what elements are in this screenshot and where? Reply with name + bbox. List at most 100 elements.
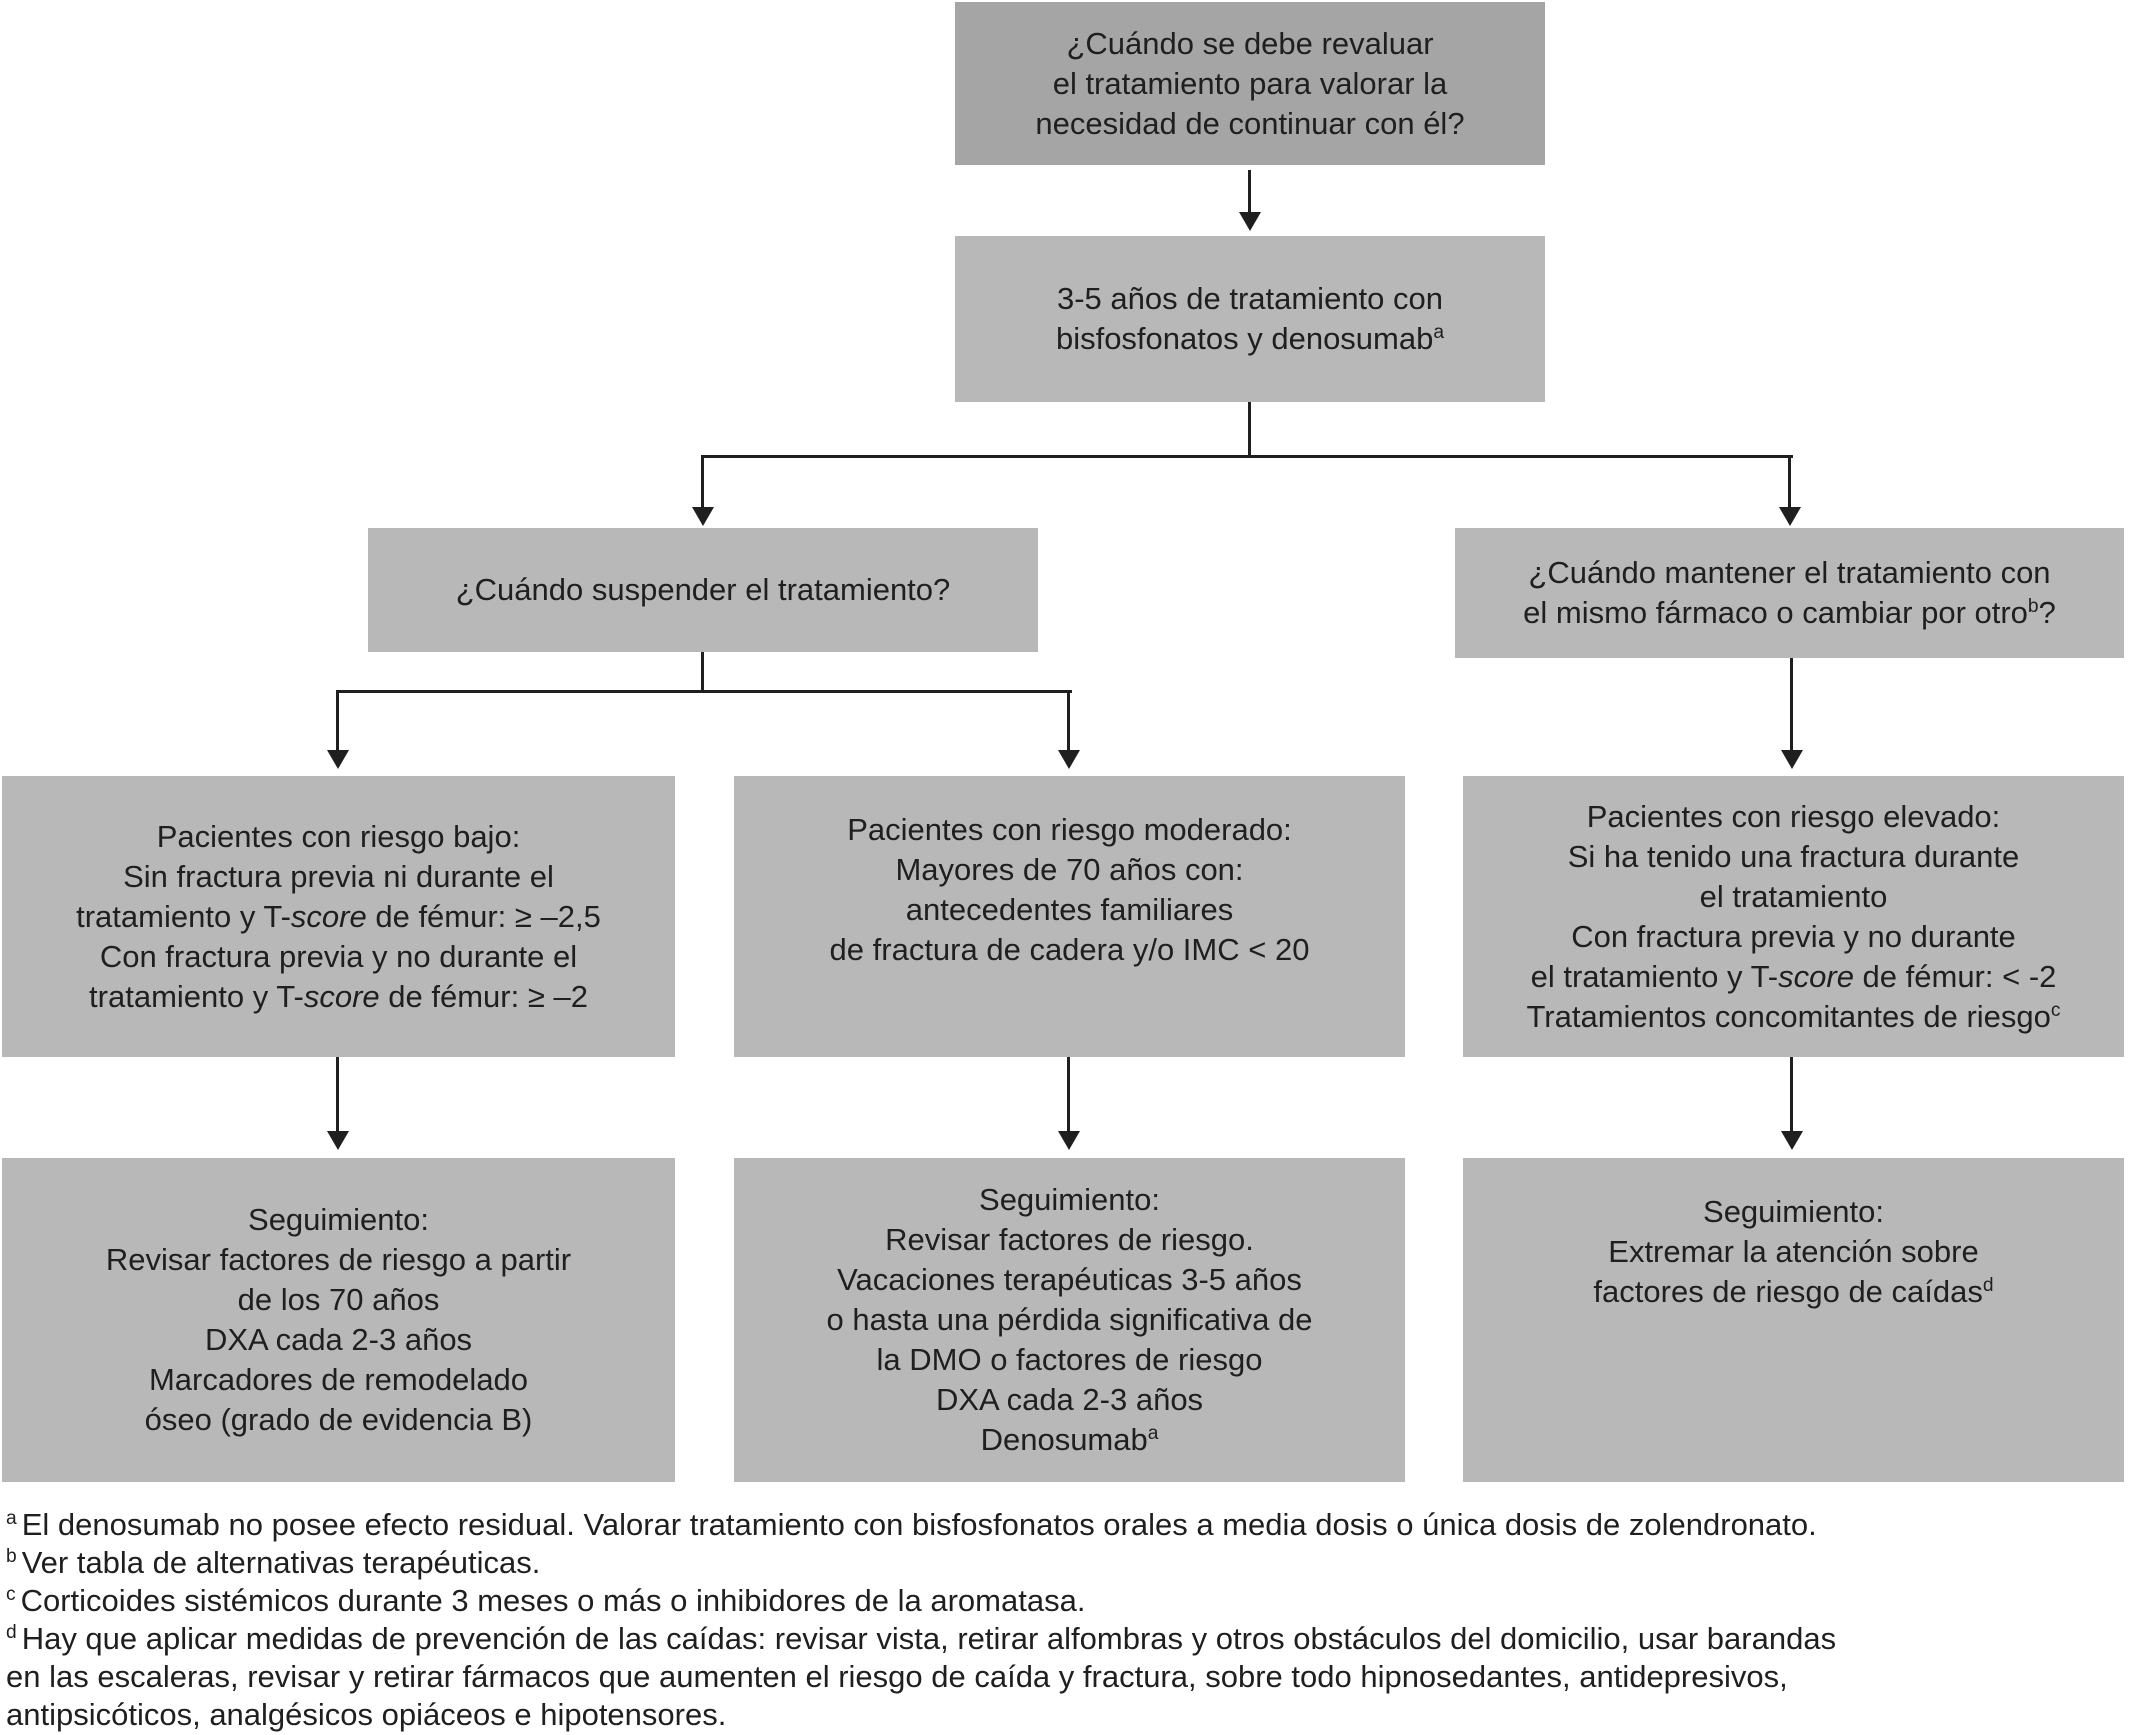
text-line: tratamiento y T-score de fémur: ≥ –2,5: [76, 897, 601, 937]
arrow-line: [336, 1057, 339, 1133]
arrow-line: [1790, 1057, 1793, 1133]
arrow-head-icon: [327, 750, 349, 769]
text-line: Vacaciones terapéuticas 3-5 años: [837, 1262, 1302, 1297]
connector-line: [1788, 455, 1791, 509]
box-risk-moderate: Pacientes con riesgo moderado: Mayores d…: [734, 776, 1405, 1057]
box-followup-moderate: Seguimiento: Revisar factores de riesgo.…: [734, 1158, 1405, 1482]
footnote-marker-b: b: [6, 1546, 17, 1568]
arrow-line: [1067, 1057, 1070, 1133]
text-segment: de fémur: < -2: [1853, 958, 2057, 994]
text-line: o hasta una pérdida significativa de: [826, 1302, 1313, 1337]
text-segment: de fémur: ≥ –2: [379, 978, 588, 1014]
arrow-head-icon: [1781, 750, 1803, 769]
text-line: la DMO o factores de riesgo: [876, 1342, 1263, 1377]
text-line: DXA cada 2-3 años: [935, 1382, 1204, 1417]
text-italic: score: [1778, 958, 1854, 994]
text-line: Denosumaba: [981, 1420, 1159, 1460]
text-line: Pacientes con riesgo moderado:: [847, 812, 1292, 847]
footnote-text: Hay que aplicar medidas de prevención de…: [21, 1621, 1837, 1656]
connector-line: [338, 690, 1072, 693]
box-when-suspend-question: ¿Cuándo suspender el tratamiento?: [368, 528, 1038, 652]
text-segment: factores de riesgo de caídas: [1593, 1274, 1983, 1309]
text-line: Con fractura previa y no durante el: [99, 938, 578, 974]
text-segment: Denosumab: [980, 1422, 1148, 1457]
connector-line: [703, 455, 1793, 458]
superscript-b: b: [2027, 596, 2039, 618]
text-line: Revisar factores de riesgo.: [885, 1222, 1254, 1257]
text-segment: tratamiento y T-: [89, 978, 304, 1014]
text-line: Con fractura previa y no durante: [1571, 918, 2016, 954]
text-line: antecedentes familiares: [905, 892, 1234, 927]
box-followup-low: Seguimiento: Revisar factores de riesgo …: [2, 1158, 675, 1482]
text-segment: tratamiento y T-: [76, 898, 291, 934]
text-line: Si ha tenido una fractura durante: [1567, 838, 2020, 874]
text-line: ¿Cuándo se debe revaluar: [1066, 25, 1434, 61]
text-line: Pacientes con riesgo elevado:: [1586, 798, 2001, 834]
text-line: ¿Cuándo mantener el tratamiento con: [1528, 555, 2051, 590]
superscript-c: c: [2050, 999, 2061, 1021]
text-segment: Tratamientos concomitantes de riesgo: [1526, 998, 2051, 1034]
text-line: óseo (grado de evidencia B): [144, 1402, 533, 1437]
text-line: de fractura de cadera y/o IMC < 20: [829, 932, 1310, 967]
text-line: el tratamiento y T-score de fémur: < -2: [1531, 957, 2057, 997]
text-line: tratamiento y T-score de fémur: ≥ –2: [89, 977, 588, 1017]
text-line: el tratamiento para valorar la: [1052, 65, 1448, 101]
text-line: Sin fractura previa ni durante el: [123, 858, 554, 894]
text-segment: bisfosfonatos y denosumab: [1055, 321, 1434, 356]
box-when-maintain-question: ¿Cuándo mantener el tratamiento con el m…: [1455, 528, 2124, 658]
connector-line: [336, 690, 339, 752]
superscript-d: d: [1982, 1275, 1994, 1297]
text-line: Seguimiento:: [1703, 1194, 1884, 1229]
text-line: 3-5 años de tratamiento con: [1056, 281, 1444, 316]
footnote-text: Corticoides sistémicos durante 3 meses o…: [20, 1583, 1086, 1618]
superscript-a: a: [1433, 322, 1445, 344]
text-line: Mayores de 70 años con:: [895, 852, 1244, 887]
arrow-head-icon: [327, 1131, 349, 1150]
box-followup-high: Seguimiento: Extremar la atención sobre …: [1463, 1158, 2124, 1482]
text-line: DXA cada 2-3 años: [204, 1322, 473, 1357]
footnote-d-continued: en las escaleras, revisar y retirar fárm…: [6, 1659, 1788, 1694]
arrow-head-icon: [692, 507, 714, 526]
footnote-text: El denosumab no posee efecto residual. V…: [21, 1507, 1817, 1542]
footnote-marker-c: c: [6, 1584, 16, 1606]
text-line: factores de riesgo de caídasd: [1593, 1272, 1993, 1312]
arrow-line: [1790, 658, 1793, 752]
footnote-marker-a: a: [6, 1508, 17, 1530]
text-line: de los 70 años: [237, 1282, 440, 1317]
text-line: el tratamiento: [1699, 878, 1888, 914]
box-treatment-duration: 3-5 años de tratamiento con bisfosfonato…: [955, 236, 1545, 402]
connector-line: [701, 455, 704, 509]
text-segment: ?: [2038, 595, 2056, 630]
superscript-a: a: [1147, 1423, 1159, 1445]
box-reevaluate-question: ¿Cuándo se debe revaluar el tratamiento …: [955, 2, 1545, 165]
connector-line: [701, 652, 704, 693]
text-segment: el tratamiento y T-: [1530, 958, 1779, 994]
connector-line: [1067, 690, 1070, 752]
footnote-text: Ver tabla de alternativas terapéuticas.: [21, 1545, 541, 1580]
box-risk-low: Pacientes con riesgo bajo: Sin fractura …: [2, 776, 675, 1057]
arrow-head-icon: [1239, 212, 1261, 231]
text-line: Seguimiento:: [979, 1182, 1160, 1217]
text-italic: score: [290, 898, 367, 934]
text-line: Revisar factores de riesgo a partir: [105, 1242, 572, 1277]
text-line: Extremar la atención sobre: [1608, 1234, 1979, 1269]
text-italic: score: [303, 978, 380, 1014]
text-segment: el mismo fármaco o cambiar por otro: [1523, 595, 2028, 630]
text-line: el mismo fármaco o cambiar por otrob?: [1523, 593, 2056, 633]
footnote-d-continued: antipsicóticos, analgésicos opiáceos e h…: [6, 1697, 727, 1732]
text-line: Seguimiento:: [248, 1202, 429, 1237]
arrow-head-icon: [1779, 507, 1801, 526]
text-line: bisfosfonatos y denosumaba: [1056, 319, 1444, 359]
arrow-head-icon: [1781, 1131, 1803, 1150]
text-line: ¿Cuándo suspender el tratamiento?: [455, 572, 951, 607]
text-line: Marcadores de remodelado: [148, 1362, 529, 1397]
text-line: necesidad de continuar con él?: [1035, 105, 1465, 141]
box-risk-high: Pacientes con riesgo elevado: Si ha teni…: [1463, 776, 2124, 1057]
connector-line: [1248, 402, 1251, 458]
